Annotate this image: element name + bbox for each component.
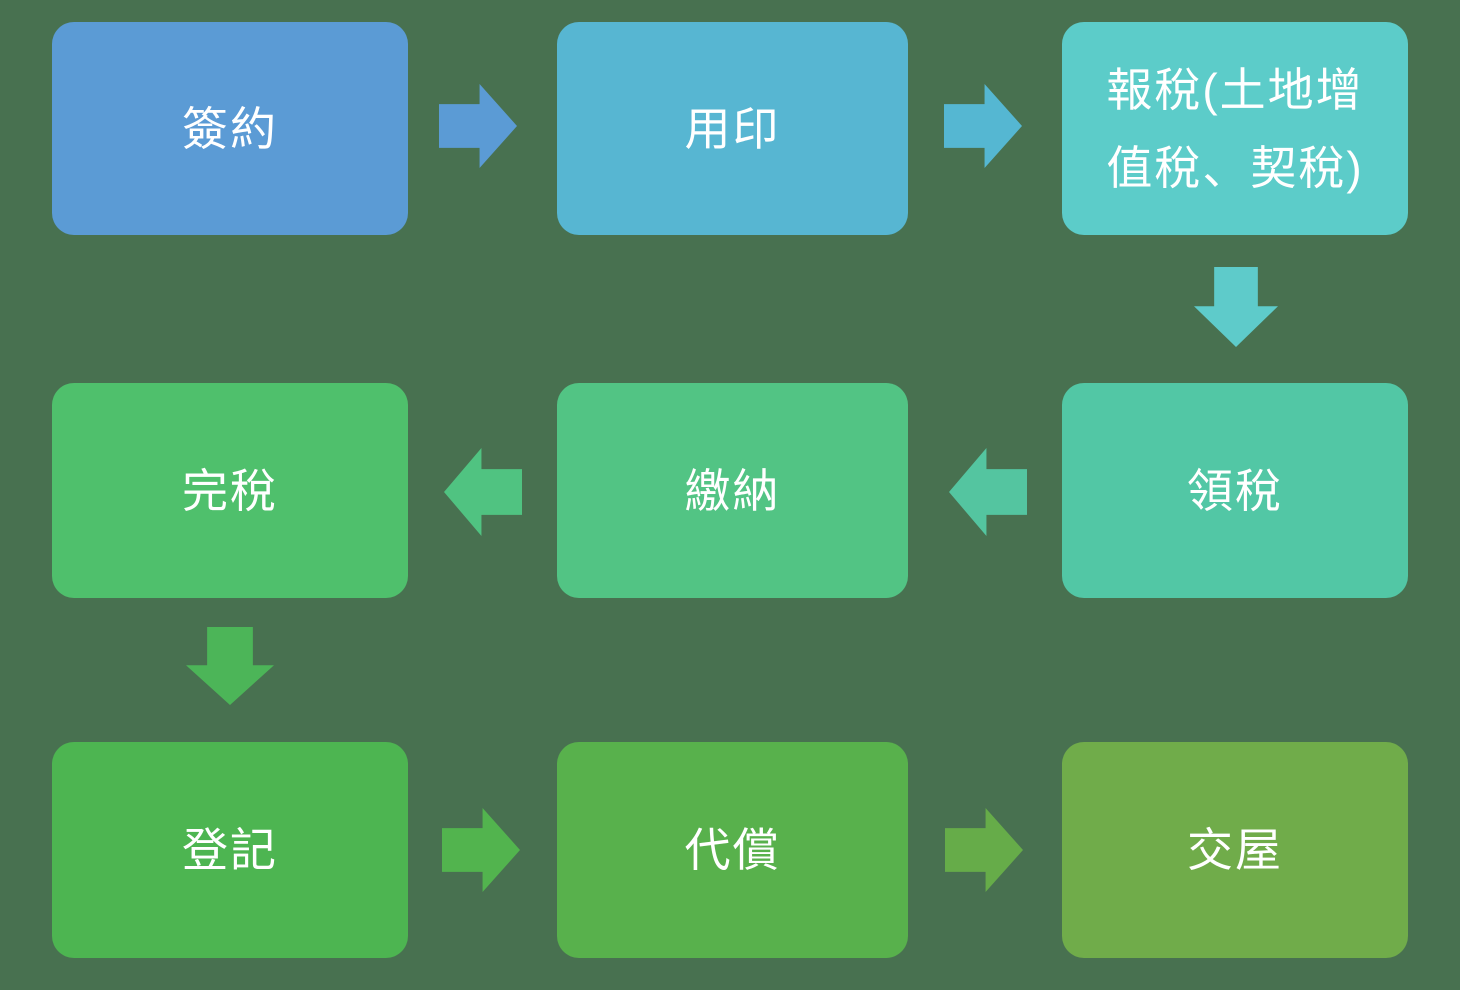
flow-step-label: 用印 (684, 102, 781, 155)
right-arrow-icon (945, 808, 1023, 892)
flow-step-pay-tax: 繳納 (557, 383, 908, 598)
flow-step-label: 簽約 (182, 102, 278, 155)
right-arrow-icon (442, 808, 520, 892)
down-arrow-icon (186, 627, 274, 705)
left-arrow-icon (444, 448, 522, 536)
flow-step-label: 領稅 (1187, 464, 1283, 517)
flow-step-receive-tax-bill: 領稅 (1062, 383, 1408, 598)
flow-step-label: 代償 (684, 824, 781, 876)
flow-step-label: 登記 (182, 824, 278, 876)
flow-step-loan-repayment: 代償 (557, 742, 908, 958)
flow-step-house-handover: 交屋 (1062, 742, 1408, 958)
flow-step-seal-documents: 用印 (557, 22, 908, 235)
flow-step-label-line1: 報稅(土地增 (1106, 63, 1364, 116)
flow-step-label-line2: 值稅、契稅) (1106, 141, 1364, 194)
flow-step-registration: 登記 (52, 742, 408, 958)
flow-step-tax-filing: 報稅(土地增 值稅、契稅) (1062, 22, 1408, 235)
flow-step-label: 完稅 (182, 464, 278, 517)
down-arrow-icon (1194, 267, 1278, 347)
right-arrow-icon (439, 84, 517, 168)
flow-step-label: 繳納 (684, 464, 781, 517)
flow-step-label: 交屋 (1187, 824, 1283, 876)
right-arrow-icon (944, 84, 1022, 168)
left-arrow-icon (949, 448, 1027, 536)
flow-step-sign-contract: 簽約 (52, 22, 408, 235)
flow-step-tax-completed: 完稅 (52, 383, 408, 598)
